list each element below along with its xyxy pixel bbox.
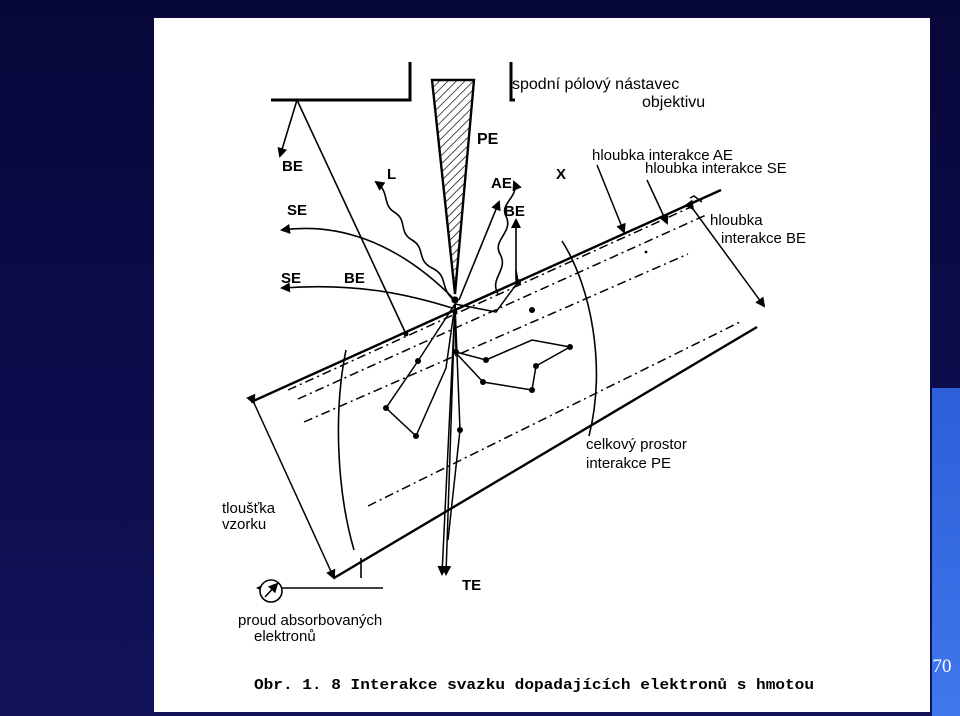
current-label-line2: elektronů xyxy=(254,628,316,645)
pole-piece-label-line1: spodní pólový nástavec xyxy=(512,76,679,93)
slide-page-number: 70 xyxy=(932,656,952,677)
specimen-top-surface xyxy=(250,188,722,404)
impact-point xyxy=(451,296,459,304)
thickness-label-line2: vzorku xyxy=(222,516,266,533)
light-label: L xyxy=(387,166,396,183)
figure-caption: Obr. 1. 8 Interakce svazku dopadajících … xyxy=(254,678,814,694)
ae-depth-pointer xyxy=(596,164,626,234)
volume-label-line2: interakce PE xyxy=(586,455,671,472)
depth-ae-line xyxy=(287,206,692,391)
se-upper-path xyxy=(280,223,456,301)
interaction-volume-left-arc xyxy=(337,349,355,551)
specimen-slab xyxy=(250,188,758,580)
trajectory-left xyxy=(385,303,456,438)
te-label: TE xyxy=(462,577,481,594)
ammeter-icon xyxy=(259,579,283,603)
depth-se-line xyxy=(297,214,707,400)
interaction-volume-right-arc xyxy=(561,240,598,437)
ae-label: AE xyxy=(491,175,512,192)
electron-interaction-diagram: spodní pólový nástavec objektivu BE SE S… xyxy=(222,62,814,694)
se-lower-path xyxy=(280,282,453,309)
pole-piece-label-line2: objektivu xyxy=(642,94,705,111)
be-top-path xyxy=(296,99,407,335)
be-top-label: BE xyxy=(282,158,303,175)
se-lower-label: SE xyxy=(281,270,301,287)
pe-label: PE xyxy=(477,131,499,148)
figure-sheet: spodní pólový nástavec objektivu BE SE S… xyxy=(154,18,930,712)
current-label-line1: proud absorbovaných xyxy=(238,612,382,629)
volume-label-line1: celkový prostor xyxy=(586,436,687,453)
trajectory-be-exit xyxy=(454,269,519,313)
depth-be-label-line1: hloubka xyxy=(710,212,763,229)
primary-beam-cone xyxy=(430,78,476,295)
dimension-lines xyxy=(246,164,766,580)
depth-be-line xyxy=(303,253,689,423)
depth-ae-label: hloubka interakce AE xyxy=(592,147,733,164)
interaction-volume-line xyxy=(367,320,743,507)
scattering-points xyxy=(383,250,648,439)
thickness-dimension xyxy=(246,393,336,580)
x-ray-path xyxy=(494,180,522,295)
thickness-label-line1: tloušťka xyxy=(222,500,276,517)
pole-piece xyxy=(271,62,515,102)
depth-be-label-line2: interakce BE xyxy=(721,230,806,247)
trajectory-right xyxy=(454,303,573,391)
be-lower-label: BE xyxy=(344,270,365,287)
be-depth-tick xyxy=(689,195,703,203)
x-ray-label: X xyxy=(556,166,566,183)
be-center-label: BE xyxy=(504,203,525,220)
pole-piece-left xyxy=(271,62,412,102)
electron-trajectories xyxy=(385,269,573,576)
corner-accent xyxy=(932,388,960,716)
be-depth-dimension xyxy=(684,199,766,308)
se-depth-pointer xyxy=(646,179,669,225)
se-upper-label: SE xyxy=(287,202,307,219)
diagram-labels: spodní pólový nástavec objektivu BE SE S… xyxy=(222,76,806,645)
light-emission-path xyxy=(374,180,455,301)
ae-path xyxy=(458,200,501,301)
specimen-bottom-surface xyxy=(333,325,758,580)
te-path-2 xyxy=(441,303,456,576)
pole-piece-right xyxy=(509,62,515,102)
be-top-arrow xyxy=(277,99,298,158)
depth-se-label: hloubka interakce SE xyxy=(645,160,787,177)
